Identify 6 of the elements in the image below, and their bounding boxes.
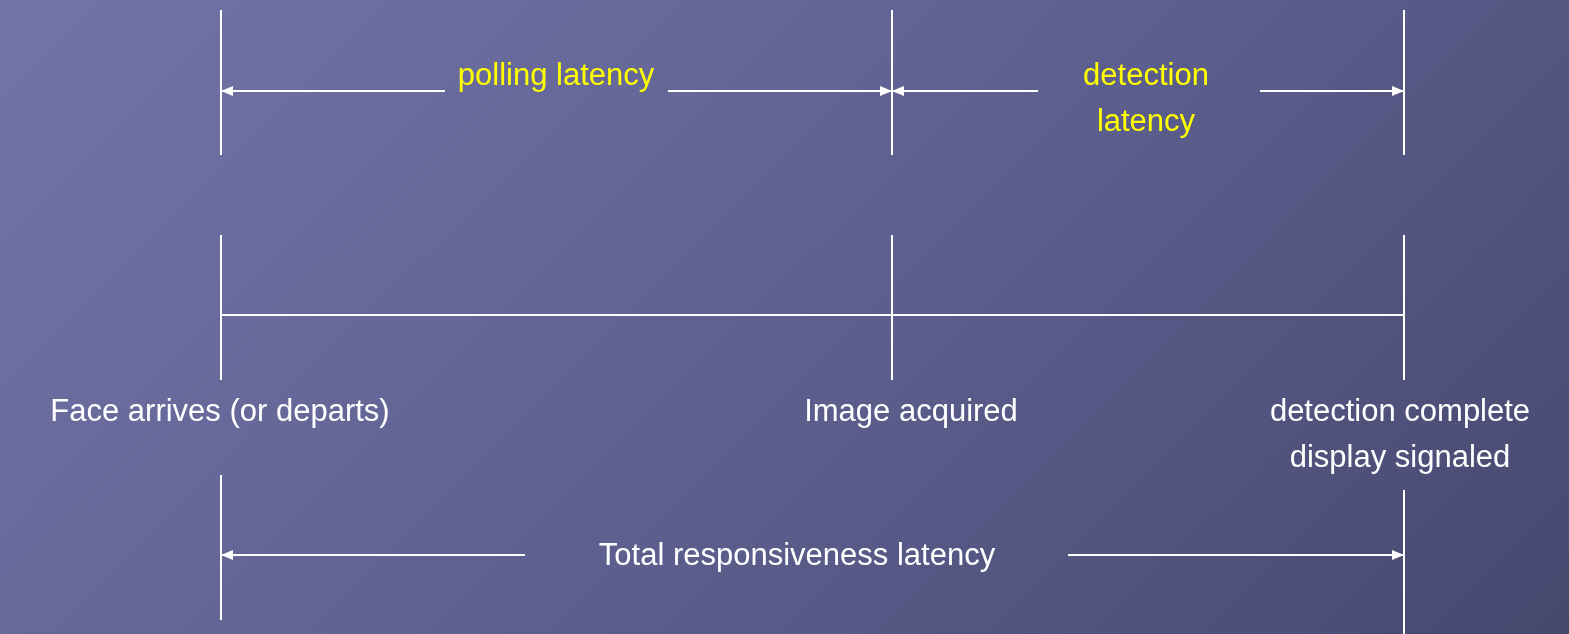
interval-label: polling latency [456,56,656,94]
event-label: Image acquired [803,392,1019,430]
interval-label: Total responsiveness latency [597,536,997,574]
interval-label: detection latency [1082,56,1210,140]
event-label: Face arrives (or departs) [49,392,391,430]
event-label: detection complete display signaled [1268,392,1532,476]
